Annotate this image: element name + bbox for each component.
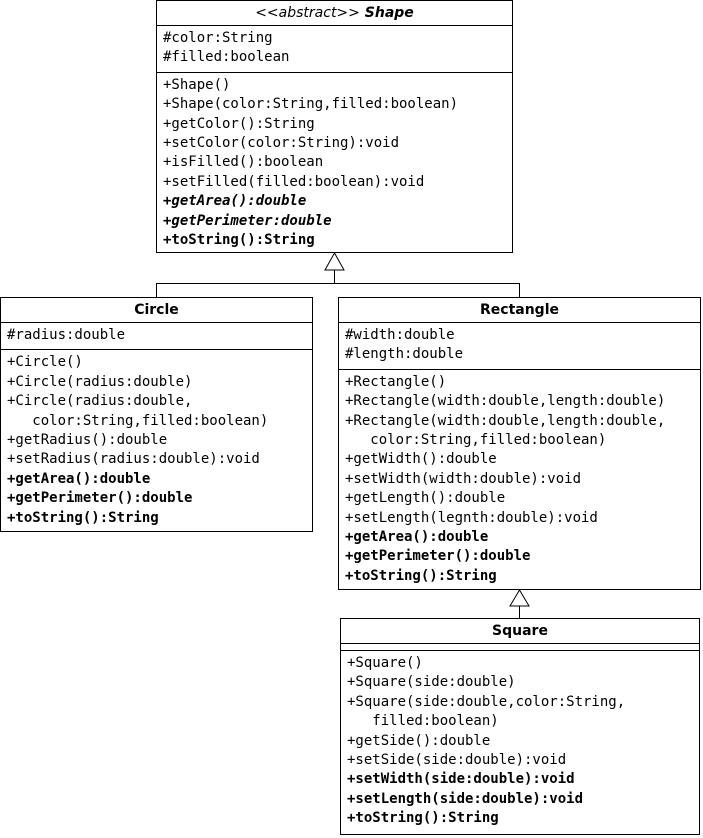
shape-method-row: +Shape() — [163, 76, 231, 93]
circle-method-row: +Circle(radius:double, — [7, 393, 193, 410]
rectangle-method-row: +Rectangle() — [345, 373, 447, 390]
rectangle-class-header: Rectangle — [339, 298, 700, 323]
rectangle-methods: +Rectangle() +Rectangle(width:double,leng… — [339, 370, 700, 590]
circle-method-row: +getRadius():double — [7, 431, 168, 448]
rectangle-generalization-arrowhead — [509, 589, 530, 607]
rectangle-method-row: +setLength(legnth:double):void — [345, 509, 598, 526]
circle-class-header: Circle — [1, 298, 312, 323]
circle-method-row: +setRadius(radius:double):void — [7, 451, 260, 468]
shape-method-row: +isFilled():boolean — [163, 154, 324, 171]
shape-class-header: <<abstract>> Shape — [157, 1, 512, 26]
shape-stereotype: <<abstract>> — [255, 5, 360, 21]
circle-to-shape-line — [156, 270, 335, 297]
rectangle-method-row: +Rectangle(width:double,length:double, — [345, 412, 666, 429]
circle-method-row: +getPerimeter():double — [7, 490, 193, 507]
square-method-row: +setSide(side:double):void — [347, 751, 567, 768]
shape-method-row: +setFilled(filled:boolean):void — [163, 173, 425, 190]
rectangle-method-row: color:String,filled:boolean) — [345, 431, 607, 448]
shape-methods: +Shape() +Shape(color:String,filled:boole… — [157, 73, 512, 255]
shape-class-box: <<abstract>> Shape #color:String #filled:… — [156, 0, 513, 253]
rectangle-attribute-row: #length:double — [345, 346, 464, 363]
shape-method-row: +getArea():double — [163, 193, 307, 210]
circle-method-row: +Circle() — [7, 354, 83, 371]
square-class-header: Square — [341, 619, 699, 644]
rectangle-to-shape-line — [334, 283, 520, 297]
rectangle-class-name: Rectangle — [480, 302, 559, 318]
circle-method-row: +getArea():double — [7, 470, 151, 487]
rectangle-method-row: +toString():String — [345, 567, 497, 584]
square-class-name: Square — [492, 623, 548, 639]
rectangle-attributes: #width:double #length:double — [339, 323, 700, 370]
rectangle-attribute-row: #width:double — [345, 327, 455, 343]
square-method-row: filled:boolean) — [347, 713, 499, 730]
circle-attributes: #radius:double — [1, 323, 312, 351]
square-attributes — [341, 644, 699, 651]
shape-method-row: +toString():String — [163, 231, 315, 248]
shape-method-row: +setColor(color:String):void — [163, 134, 400, 151]
rectangle-method-row: +getPerimeter():double — [345, 548, 531, 565]
circle-attribute-row: #radius:double — [7, 327, 126, 343]
square-method-row: +Square() — [347, 655, 423, 671]
circle-method-row: +toString():String — [7, 509, 159, 526]
shape-method-row: +Shape(color:String,filled:boolean) — [163, 96, 459, 113]
square-class-box: Square +Square()+Square(side:double)+Squ… — [340, 618, 700, 835]
circle-class-name: Circle — [134, 302, 179, 318]
circle-methods: +Circle() +Circle(radius:double) +Circle(r… — [1, 350, 312, 532]
square-methods: +Square() +Square(side:double) +Square(sid… — [341, 651, 699, 833]
square-method-row: +setWidth(side:double):void — [347, 771, 575, 788]
shape-method-row: +getColor():String — [163, 115, 315, 132]
rectangle-method-row: +setWidth(width:double):void — [345, 470, 582, 487]
rectangle-method-row: +getArea():double — [345, 528, 489, 545]
square-method-row: +setLength(side:double):void — [347, 790, 584, 807]
shape-attribute-row: #color:String — [163, 30, 273, 46]
rectangle-method-row: +getLength():double — [345, 490, 506, 507]
shape-attribute-row: #filled:boolean — [163, 49, 290, 66]
square-method-row: +Square(side:double) — [347, 674, 516, 691]
rectangle-class-box: Rectangle #width:double #length:double +R… — [338, 297, 701, 590]
circle-method-row: +Circle(radius:double) — [7, 373, 193, 390]
shape-method-row: +getPerimeter:double — [163, 212, 332, 229]
rectangle-method-row: +Rectangle(width:double,length:double) — [345, 393, 666, 410]
square-method-row: +toString():String — [347, 810, 499, 827]
shape-generalization-arrowhead — [324, 251, 345, 271]
square-method-row: +Square(side:double,color:String, — [347, 693, 626, 710]
square-method-row: +getSide():double — [347, 732, 491, 749]
circle-method-row: color:String,filled:boolean) — [7, 412, 269, 429]
rectangle-method-row: +getWidth():double — [345, 451, 497, 468]
shape-attributes: #color:String #filled:boolean — [157, 26, 512, 73]
circle-class-box: Circle #radius:double +Circle() +Circle(r… — [0, 297, 313, 532]
shape-class-name: Shape — [364, 5, 414, 21]
